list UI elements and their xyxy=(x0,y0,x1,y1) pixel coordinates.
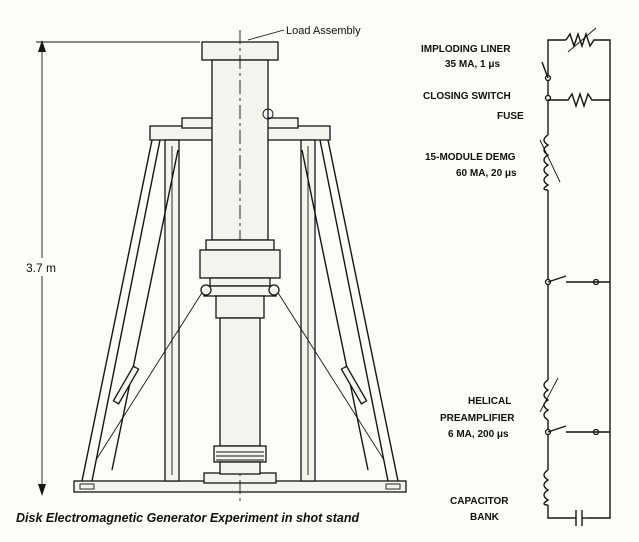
helical-label: HELICAL xyxy=(468,396,511,407)
shot-stand xyxy=(73,30,407,505)
liner-lead xyxy=(547,39,566,72)
leg-right-inner-edge xyxy=(319,139,389,482)
ring-pin-left xyxy=(200,284,212,296)
load-assembly-leader xyxy=(247,29,285,41)
load-assembly-label: Load Assembly xyxy=(286,25,361,37)
leg-left-inner-edge xyxy=(91,139,161,482)
leg-right-outer xyxy=(327,139,399,482)
height-label: 3.7 m xyxy=(26,261,56,275)
liner-resistor xyxy=(565,31,600,49)
wire-bottom-left xyxy=(547,505,570,519)
demg-label: 15-MODULE DEMG xyxy=(425,152,516,163)
liner-variable-arrow xyxy=(567,27,597,53)
figure-caption: Disk Electromagnetic Generator Experimen… xyxy=(16,511,360,525)
guy-wire-right xyxy=(274,287,385,461)
ring-1 xyxy=(205,239,275,251)
base-slot-right xyxy=(385,483,401,490)
arrow-down-icon xyxy=(38,484,46,496)
ring-3 xyxy=(203,285,277,297)
switch-low-blade xyxy=(547,425,567,433)
fuse-label: FUSE xyxy=(497,111,524,122)
ring-body xyxy=(199,249,281,279)
ring-pin-right xyxy=(268,284,280,296)
base-slot-left xyxy=(79,483,95,490)
imploding-liner-label: IMPLODING LINER xyxy=(421,44,511,55)
demg-coil xyxy=(543,134,550,191)
capacitor-bank-coil xyxy=(543,469,550,506)
circuit-schematic xyxy=(539,27,611,526)
column-port xyxy=(262,108,274,120)
closing-switch-label: CLOSING SWITCH xyxy=(423,91,511,102)
dimension-label-bg xyxy=(18,258,66,276)
preamplifier-label: PREAMPLIFIER xyxy=(440,413,515,424)
lower-foot xyxy=(219,461,261,475)
bank-label: BANK xyxy=(470,512,500,523)
helical-variable-arrow xyxy=(539,377,559,413)
demg-spec: 60 MA, 20 μs xyxy=(456,168,517,179)
height-dimension: 3.7 m xyxy=(18,40,200,496)
switch-mid-blade xyxy=(547,275,567,283)
imploding-liner-spec: 35 MA, 1 μs xyxy=(445,59,500,70)
fuse-resistor xyxy=(548,91,610,109)
turnbuckle-right xyxy=(340,365,368,405)
helical-coil xyxy=(543,379,550,421)
helical-spec: 6 MA, 200 μs xyxy=(448,429,509,440)
demg-variable-arrow xyxy=(539,139,561,183)
turnbuckle-left xyxy=(112,365,140,405)
leg-left-outer xyxy=(81,139,153,482)
lower-neck xyxy=(215,295,265,319)
capacitor-label: CAPACITOR xyxy=(450,496,509,507)
arrow-up-icon xyxy=(38,40,46,52)
guy-wire-left xyxy=(95,287,206,461)
wire-return xyxy=(588,39,611,519)
closing-switch-blade xyxy=(541,61,549,79)
lower-column xyxy=(219,317,261,447)
circuit-labels: IMPLODING LINER 35 MA, 1 μs CLOSING SWIT… xyxy=(421,44,524,523)
ring-2 xyxy=(209,277,271,287)
